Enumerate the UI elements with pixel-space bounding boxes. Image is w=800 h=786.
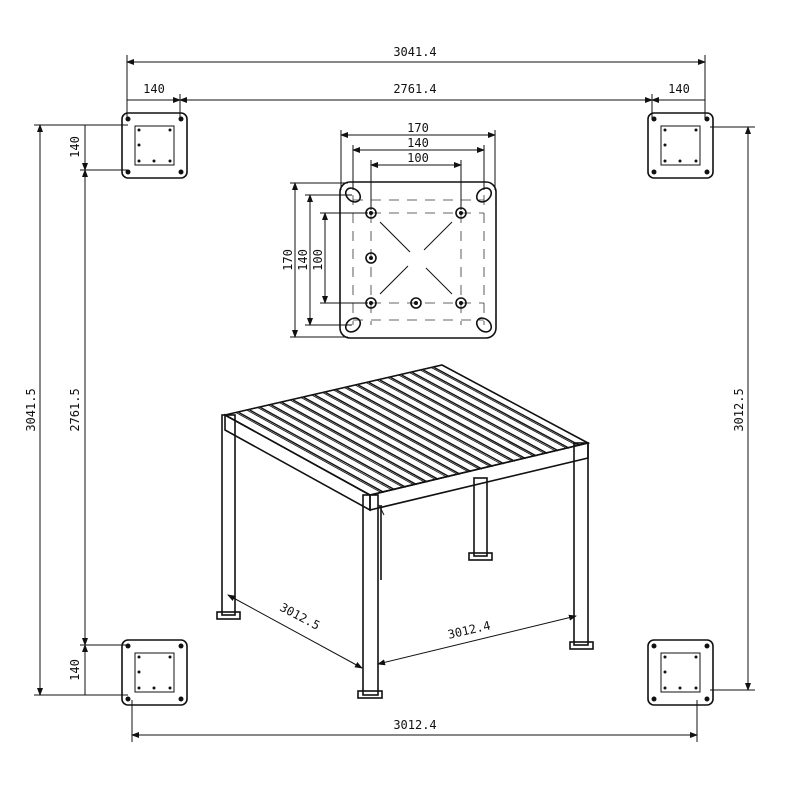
svg-text:140: 140 — [68, 136, 82, 158]
svg-text:170: 170 — [281, 249, 295, 271]
dimension-pergola-depth: 3012.5 — [227, 594, 363, 669]
svg-text:3012.4: 3012.4 — [393, 718, 436, 732]
louver-slat — [401, 374, 548, 455]
dimension-inner-height-left: 140 2761.5 140 — [68, 125, 128, 695]
louver-slat — [249, 409, 396, 491]
louver-slat — [365, 382, 512, 462]
roof-louvers — [235, 366, 581, 494]
louver-slat — [387, 377, 534, 457]
svg-text:140: 140 — [68, 659, 82, 681]
louver-slat — [420, 369, 567, 449]
svg-text:100: 100 — [407, 151, 429, 165]
louver-slat — [281, 401, 428, 483]
louver-slat — [300, 397, 447, 478]
svg-text:3012.5: 3012.5 — [277, 600, 322, 633]
svg-text:3041.5: 3041.5 — [24, 388, 38, 431]
louver-slat — [246, 409, 392, 491]
louver-slat — [325, 391, 472, 473]
louver-slat — [257, 407, 403, 488]
svg-text:3012.5: 3012.5 — [732, 388, 746, 431]
louver-slat — [279, 402, 425, 483]
base-plate-bottom-right — [647, 639, 714, 706]
louver-slat — [336, 389, 483, 470]
louver-slat — [235, 412, 382, 493]
svg-text:140: 140 — [143, 82, 165, 96]
louver-slat — [398, 374, 545, 454]
svg-text:170: 170 — [407, 121, 429, 135]
louver-slat — [412, 371, 559, 452]
louver-slat — [422, 369, 570, 449]
dimension-pergola-width: 3012.4 — [377, 614, 577, 666]
svg-text:140: 140 — [407, 136, 429, 150]
svg-text:140: 140 — [296, 249, 310, 271]
louver-slat — [289, 399, 436, 480]
louver-slat — [409, 372, 556, 452]
svg-text:2761.5: 2761.5 — [68, 388, 82, 431]
louver-slat — [238, 411, 385, 494]
louver-slat — [355, 384, 501, 465]
louver-slat — [368, 381, 516, 462]
louver-slat — [271, 404, 417, 486]
svg-text:140: 140 — [668, 82, 690, 96]
dimension-inner-width: 140 2761.4 140 — [127, 82, 705, 120]
louver-slat — [379, 379, 526, 460]
dimension-overall-width-bottom: 3012.4 — [131, 700, 698, 742]
svg-text:3041.4: 3041.4 — [393, 45, 436, 59]
louver-slat — [347, 386, 494, 468]
louver-slat — [260, 406, 407, 488]
dimension-overall-width-top: 3041.4 — [126, 45, 706, 120]
louver-slat — [376, 379, 523, 459]
louver-slat — [390, 376, 537, 457]
louver-slat — [314, 394, 461, 475]
louver-slat — [433, 366, 581, 447]
base-plate-bottom-left — [121, 639, 188, 706]
svg-text:100: 100 — [311, 249, 325, 271]
base-plate-detail: 170 140 100 170 140 100 — [281, 121, 497, 339]
louver-slat — [303, 396, 450, 478]
louver-slat — [430, 367, 578, 446]
svg-text:2761.4: 2761.4 — [393, 82, 436, 96]
louver-slat — [268, 404, 414, 485]
louver-slat — [322, 392, 469, 472]
louver-slat — [311, 394, 458, 475]
louver-slat — [333, 389, 480, 470]
louver-slat — [292, 399, 439, 481]
dimension-overall-height-left: 3041.5 — [24, 124, 128, 696]
pergola-isometric-view — [216, 364, 594, 699]
louver-slat — [357, 384, 505, 465]
louver-slat — [344, 387, 491, 467]
dimension-overall-height-right: 3012.5 — [710, 126, 755, 691]
base-plate-top-left — [121, 112, 188, 179]
base-plate-top-right — [647, 112, 714, 179]
